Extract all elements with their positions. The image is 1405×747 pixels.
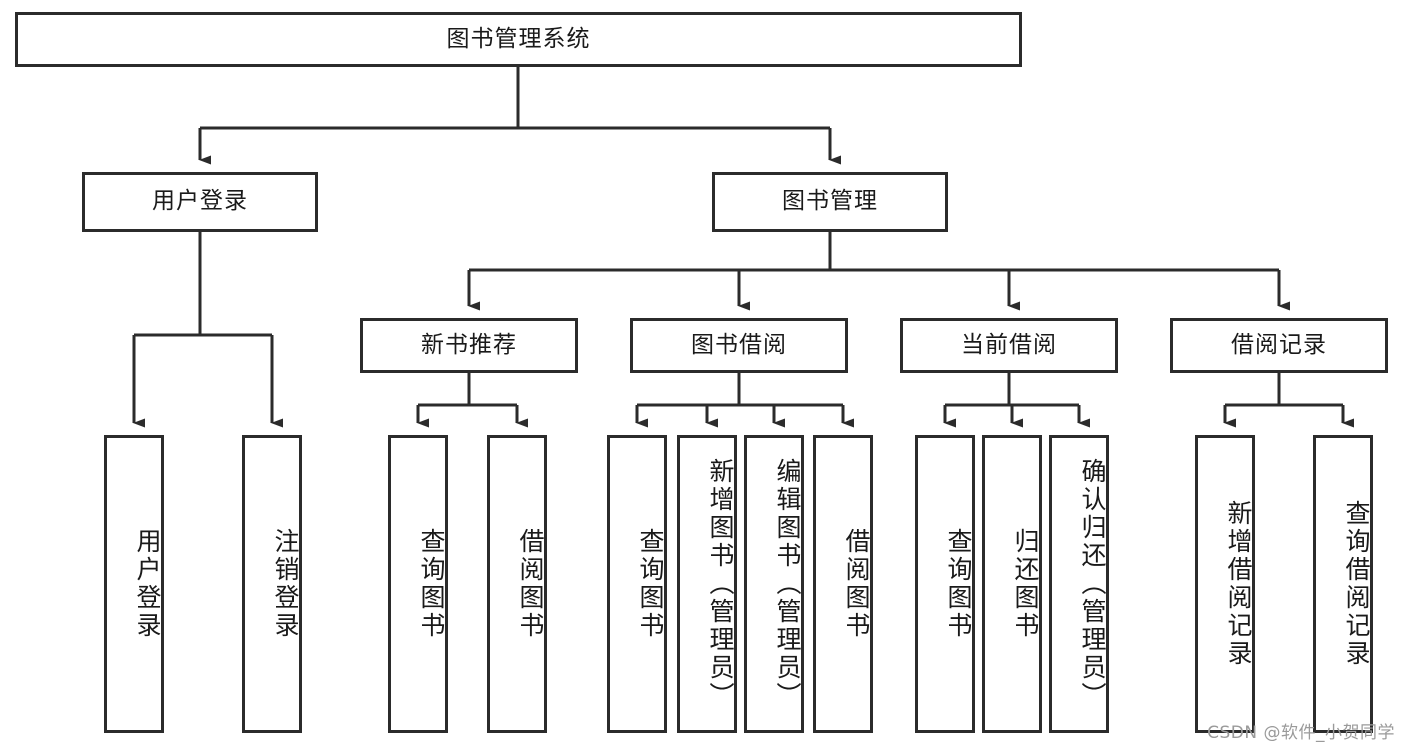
node-borrow-record-label: 借阅记录	[1231, 331, 1327, 358]
node-root-label: 图书管理系统	[446, 25, 591, 52]
node-leaf-add-book-label: 新增图书（管理员）	[706, 458, 735, 710]
node-leaf-edit-book-label: 编辑图书（管理员）	[773, 458, 802, 710]
node-book-manage-label: 图书管理	[782, 188, 878, 215]
node-leaf-return-book-label: 归还图书	[1011, 528, 1040, 640]
node-book-borrow[interactable]: 图书借阅	[630, 318, 848, 373]
node-current-borrow-label: 当前借阅	[961, 331, 1057, 358]
node-leaf-user-login-label: 用户登录	[133, 528, 162, 640]
node-root[interactable]: 图书管理系统	[15, 12, 1022, 67]
node-new-book-recommend[interactable]: 新书推荐	[360, 318, 578, 373]
node-leaf-return-book[interactable]: 归还图书	[982, 435, 1042, 733]
node-book-manage[interactable]: 图书管理	[712, 172, 948, 232]
node-leaf-borrow-book-rec-label: 借阅图书	[516, 528, 545, 640]
node-book-borrow-label: 图书借阅	[691, 331, 787, 358]
node-leaf-confirm-return[interactable]: 确认归还（管理员）	[1049, 435, 1109, 733]
node-leaf-add-book[interactable]: 新增图书（管理员）	[677, 435, 737, 733]
node-leaf-logout[interactable]: 注销登录	[242, 435, 302, 733]
node-leaf-borrow-book[interactable]: 借阅图书	[813, 435, 873, 733]
node-leaf-borrow-book-rec[interactable]: 借阅图书	[487, 435, 547, 733]
node-leaf-query-borrow-record[interactable]: 查询借阅记录	[1313, 435, 1373, 733]
node-leaf-edit-book[interactable]: 编辑图书（管理员）	[744, 435, 804, 733]
node-leaf-query-book-current[interactable]: 查询图书	[915, 435, 975, 733]
node-leaf-confirm-return-label: 确认归还（管理员）	[1078, 458, 1107, 710]
node-leaf-query-book-rec[interactable]: 查询图书	[388, 435, 448, 733]
node-leaf-user-login[interactable]: 用户登录	[104, 435, 164, 733]
node-leaf-query-book-rec-label: 查询图书	[417, 528, 446, 640]
node-new-book-recommend-label: 新书推荐	[421, 331, 517, 358]
node-leaf-query-book-borrow-label: 查询图书	[636, 528, 665, 640]
node-borrow-record[interactable]: 借阅记录	[1170, 318, 1388, 373]
node-user-login[interactable]: 用户登录	[82, 172, 318, 232]
node-leaf-query-borrow-record-label: 查询借阅记录	[1342, 500, 1371, 668]
node-leaf-logout-label: 注销登录	[271, 528, 300, 640]
node-leaf-query-book-current-label: 查询图书	[944, 528, 973, 640]
node-user-login-label: 用户登录	[152, 188, 248, 215]
node-leaf-query-book-borrow[interactable]: 查询图书	[607, 435, 667, 733]
node-leaf-add-borrow-record-label: 新增借阅记录	[1224, 500, 1253, 668]
node-current-borrow[interactable]: 当前借阅	[900, 318, 1118, 373]
csdn-watermark: CSDN @软件_小贺同学	[1207, 723, 1395, 743]
node-leaf-borrow-book-label: 借阅图书	[842, 528, 871, 640]
node-leaf-add-borrow-record[interactable]: 新增借阅记录	[1195, 435, 1255, 733]
